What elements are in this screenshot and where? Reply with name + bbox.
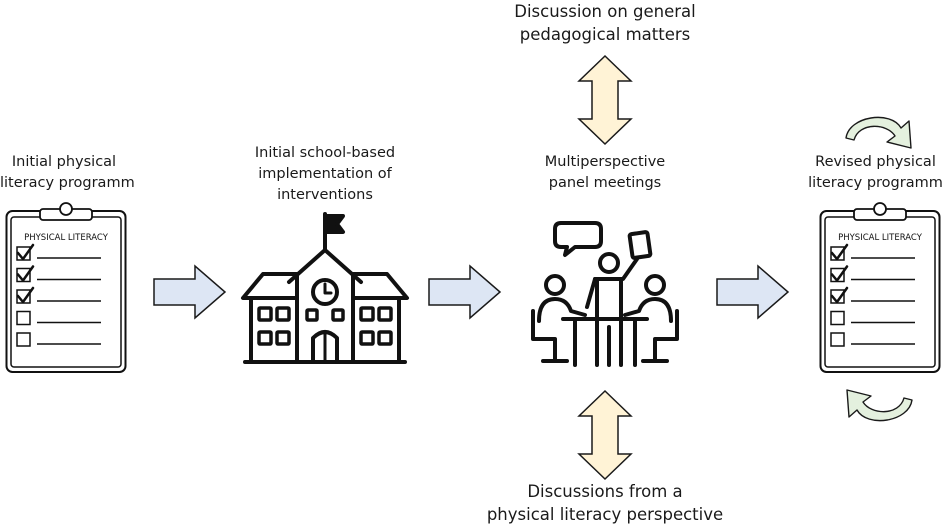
initial-program-label-line1: Initial physical — [11, 154, 117, 170]
discussion-bottom-line2: physical literacy perspective — [486, 505, 724, 524]
initial-program-label-line2: literacy programm — [0, 175, 135, 191]
school-building-icon — [241, 212, 409, 364]
clipboard-icon-initial: PHYSICAL LITERACY — [5, 202, 127, 373]
panel-label-line2: panel meetings — [548, 175, 662, 191]
panel-label: Multiperspective panel meetings — [510, 152, 700, 194]
checkmark-icon — [830, 286, 849, 304]
implementation-label-line3: interventions — [277, 187, 373, 203]
checkmark-icon — [16, 243, 35, 261]
checkbox-empty-icon — [16, 332, 31, 347]
cycle-arrow-bottom-icon — [846, 389, 913, 422]
discussion-top-label: Discussion on general pedagogical matter… — [460, 0, 750, 46]
clipboard-icon-revised: PHYSICAL LITERACY — [819, 202, 941, 373]
implementation-label: Initial school-based implementation of i… — [230, 143, 420, 206]
discussion-bottom-line1: Discussions from a — [527, 482, 683, 501]
clipboard-title-revised: PHYSICAL LITERACY — [838, 233, 923, 243]
implementation-label-line2: implementation of — [258, 166, 392, 182]
clipboard-title-initial: PHYSICAL LITERACY — [24, 233, 109, 243]
checkmark-icon — [830, 243, 849, 261]
checkmark-icon — [16, 286, 35, 304]
checkmark-icon — [830, 265, 849, 282]
flow-arrow-1 — [153, 264, 227, 320]
checkbox-empty-icon — [830, 332, 845, 347]
panel-meeting-icon — [531, 221, 679, 367]
implementation-label-line1: Initial school-based — [254, 145, 396, 161]
double-arrow-top — [577, 54, 633, 146]
double-arrow-bottom — [577, 389, 633, 481]
discussion-top-line2: pedagogical matters — [519, 25, 691, 44]
checkmark-icon — [16, 265, 35, 282]
revised-program-label: Revised physical literacy programm — [806, 152, 945, 194]
initial-program-label: Initial physical literacy programm — [0, 152, 135, 194]
flow-arrow-2 — [428, 264, 502, 320]
checkbox-empty-icon — [16, 310, 31, 326]
flow-arrow-3 — [716, 264, 790, 320]
panel-label-line1: Multiperspective — [544, 154, 666, 170]
revised-program-label-line2: literacy programm — [808, 175, 943, 191]
checkbox-empty-icon — [830, 310, 845, 326]
discussion-top-line1: Discussion on general — [514, 2, 696, 21]
cycle-arrow-top-icon — [845, 116, 912, 149]
discussion-bottom-label: Discussions from a physical literacy per… — [455, 480, 755, 526]
revised-program-label-line1: Revised physical — [815, 154, 936, 170]
